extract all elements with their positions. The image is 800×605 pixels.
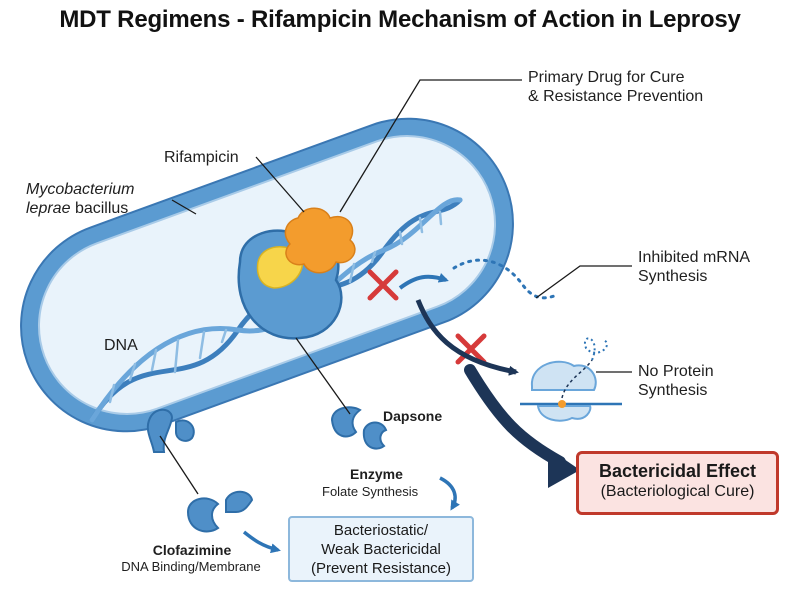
no-protein-label-line1: No Protein	[638, 363, 714, 380]
enzyme-label: Enzyme	[350, 466, 403, 482]
clofazimine-label: Clofazimine	[152, 542, 232, 558]
inhibited-mrna-label: Inhibited mRNA Synthesis	[638, 248, 750, 286]
bacteriostatic-box: Bacteriostatic/ Weak Bactericidal (Preve…	[288, 516, 474, 582]
bactericidal-title: Bactericidal Effect	[598, 461, 757, 481]
ribosome-icon	[520, 337, 622, 422]
no-protein-label-line2: Synthesis	[638, 382, 708, 399]
bacteriostatic-line1: Bacteriostatic/	[333, 522, 429, 539]
bacteriostatic-line3: (Prevent Resistance)	[310, 560, 452, 577]
folate-synthesis-label: Folate Synthesis	[322, 484, 419, 499]
dapsone-arrow	[439, 476, 460, 511]
clofazimine-drug-icon	[186, 490, 254, 533]
clofazimine-molecule-icon	[146, 408, 195, 453]
inhibited-mrna-label-line1: Inhibited mRNA	[638, 249, 751, 266]
inhibit-x-icon-protein	[455, 333, 487, 365]
mycobacterium-label: Mycobacterium leprae bacillus	[26, 180, 134, 218]
primary-drug-label-line1: Primary Drug for Cure	[528, 69, 685, 86]
bacteriostatic-line2: Weak Bactericidal	[321, 541, 441, 558]
clofazimine-arrow	[242, 530, 281, 554]
rifampicin-molecule	[284, 207, 356, 274]
mycobacterium-label-genus: Mycobacterium	[26, 181, 135, 198]
dapsone-label: Dapsone	[383, 408, 443, 424]
bactericidal-subtitle: (Bacteriological Cure)	[600, 483, 755, 500]
primary-drug-label-line2: & Resistance Prevention	[528, 88, 704, 105]
inhibited-mrna-label-line2: Synthesis	[638, 268, 708, 285]
dapsone-enzyme-icon	[330, 406, 388, 450]
flow-arrows	[415, 299, 580, 488]
mycobacterium-label-species: leprae	[26, 200, 71, 217]
mrna-strand	[398, 258, 556, 300]
clofazimine-sub-label: DNA Binding/Membrane	[121, 559, 261, 574]
no-protein-label: No Protein Synthesis	[638, 362, 714, 400]
bactericidal-effect-box: Bactericidal Effect (Bacteriological Cur…	[576, 451, 779, 515]
mycobacterium-label-bacillus: bacillus	[74, 200, 129, 217]
primary-drug-label: Primary Drug for Cure & Resistance Preve…	[528, 68, 703, 106]
leader-lines	[159, 79, 632, 495]
dna-label: DNA	[104, 337, 138, 354]
diagram-title: MDT Regimens - Rifampicin Mechanism of A…	[59, 6, 741, 33]
rifampicin-label: Rifampicin	[164, 149, 239, 166]
inhibit-x-icon	[367, 269, 399, 301]
